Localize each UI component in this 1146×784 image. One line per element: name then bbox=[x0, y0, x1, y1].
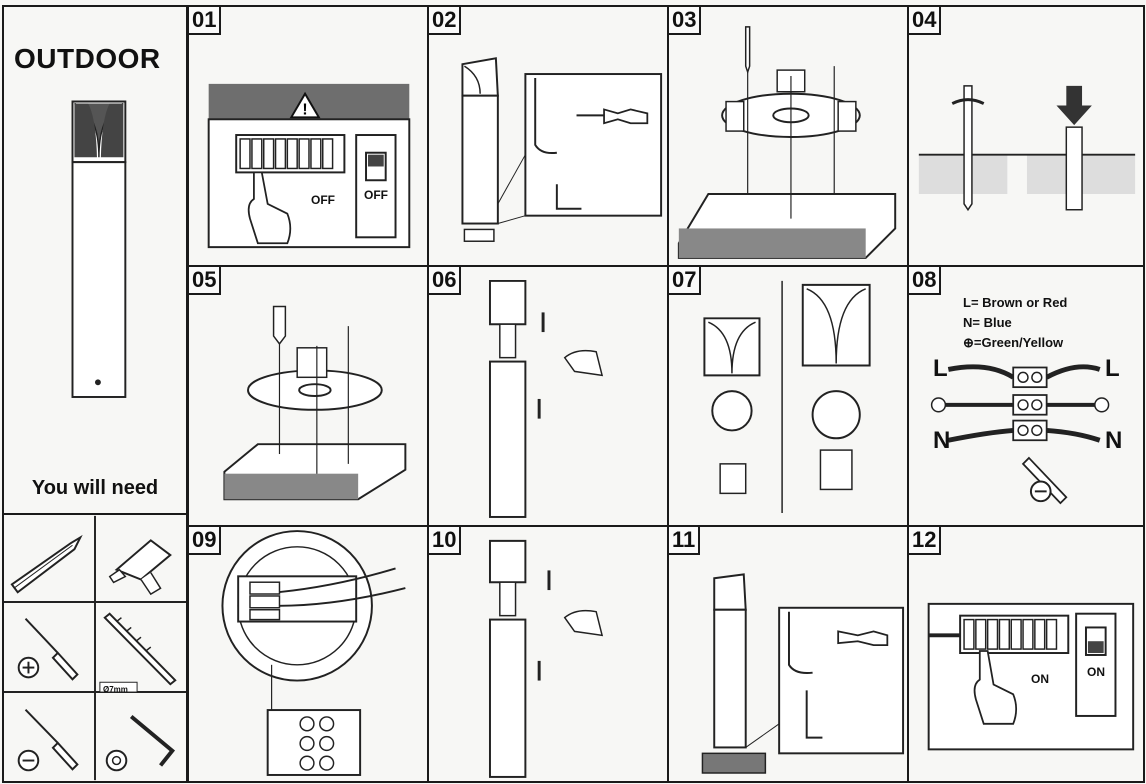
screwdriver-icon bbox=[272, 305, 287, 346]
step-05: 05 bbox=[187, 265, 429, 527]
drill-and-plug-illustration bbox=[918, 85, 1136, 212]
pencil-icon bbox=[10, 534, 83, 594]
wire-label-l-right: L bbox=[1105, 355, 1120, 382]
earth-icon bbox=[1094, 397, 1110, 413]
step-07: 07 bbox=[667, 265, 909, 527]
wiring-illustration bbox=[930, 364, 1110, 505]
terminal-block-icon bbox=[249, 581, 281, 621]
lower-head-illustration bbox=[488, 539, 604, 778]
step-06: 06 bbox=[427, 265, 669, 527]
tools-grid: Ø7mm bbox=[2, 513, 188, 783]
step-number: 04 bbox=[909, 7, 942, 35]
step-number: 12 bbox=[909, 527, 942, 555]
step-number: 06 bbox=[429, 267, 462, 295]
allen-key-icon bbox=[105, 714, 176, 772]
outdoor-title: OUTDOOR bbox=[14, 43, 161, 74]
step-09: 09 bbox=[187, 525, 429, 783]
connect-terminal-illustration bbox=[221, 530, 406, 776]
step-number: 10 bbox=[429, 527, 462, 555]
breaker-off-illustration: ! bbox=[207, 83, 411, 249]
slotted-screwdriver-icon bbox=[17, 708, 79, 772]
step-number: 02 bbox=[429, 7, 462, 35]
lift-head-illustration bbox=[488, 279, 604, 518]
warning-icon bbox=[289, 91, 321, 119]
step-02: 02 bbox=[427, 5, 669, 267]
svg-text:!: ! bbox=[302, 101, 307, 118]
hand-icon bbox=[247, 171, 292, 245]
step-10: 10 bbox=[427, 525, 669, 783]
open-base-illustration bbox=[461, 57, 663, 242]
wire-legend-l: L= Brown or Red bbox=[963, 295, 1068, 310]
mark-holes-illustration bbox=[677, 26, 897, 259]
on-switch-label: ON bbox=[1087, 665, 1105, 679]
wire-legend-n: N= Blue bbox=[963, 315, 1012, 330]
outdoor-panel: OUTDOOR You will need bbox=[2, 5, 188, 515]
wire-legend-earth: ⊕=Green/Yellow bbox=[963, 335, 1064, 350]
pencil-icon bbox=[744, 26, 751, 75]
hand-icon bbox=[973, 650, 1018, 725]
hand-icon bbox=[563, 609, 604, 637]
screwdriver-icon bbox=[837, 630, 889, 647]
drill-bit-size-label: Ø7mm bbox=[103, 685, 128, 694]
step-number: 11 bbox=[669, 527, 701, 555]
earth-icon bbox=[930, 397, 947, 413]
step-number: 08 bbox=[909, 267, 942, 295]
power-drill-icon bbox=[108, 539, 172, 596]
bulb-icon bbox=[811, 390, 861, 440]
step-number: 07 bbox=[669, 267, 702, 295]
arrow-down-icon bbox=[1056, 85, 1092, 126]
step-03: 03 bbox=[667, 5, 909, 267]
step-number: 01 bbox=[189, 7, 222, 35]
wire-label-n-left: N bbox=[933, 427, 951, 454]
hand-icon bbox=[563, 349, 604, 377]
wire-label-n-right: N bbox=[1105, 427, 1123, 454]
on-label: ON bbox=[1031, 672, 1049, 686]
wire-label-l-left: L bbox=[933, 355, 948, 382]
insert-bulb-illustration bbox=[703, 280, 871, 514]
step-number: 05 bbox=[189, 267, 222, 295]
bollard-lamp-illustration bbox=[71, 100, 127, 398]
fix-base-illustration bbox=[223, 305, 407, 501]
close-base-illustration bbox=[701, 573, 905, 774]
step-number: 03 bbox=[669, 7, 702, 35]
breaker-on-illustration bbox=[927, 602, 1135, 751]
off-label: OFF bbox=[311, 193, 335, 207]
drill-bit-icon bbox=[99, 612, 177, 693]
step-08: 08 L= Brown or Red N= Blue ⊕=Green/Yello… bbox=[907, 265, 1145, 527]
step-01: 01 ! OFF OFF bbox=[187, 5, 429, 267]
step-04: 04 bbox=[907, 5, 1145, 267]
step-11: 11 bbox=[667, 525, 909, 783]
step-12: 12 ON ON bbox=[907, 525, 1145, 783]
bulb-icon bbox=[711, 390, 753, 432]
screwdriver-icon bbox=[1021, 456, 1068, 505]
screwdriver-icon bbox=[603, 108, 649, 125]
off-switch-label: OFF bbox=[364, 188, 388, 202]
step-number: 09 bbox=[189, 527, 222, 555]
wall-plug-icon bbox=[1065, 126, 1083, 211]
drill-bit-icon bbox=[963, 85, 973, 212]
you-will-need-label: You will need bbox=[31, 477, 159, 499]
phillips-screwdriver-icon bbox=[17, 617, 79, 681]
